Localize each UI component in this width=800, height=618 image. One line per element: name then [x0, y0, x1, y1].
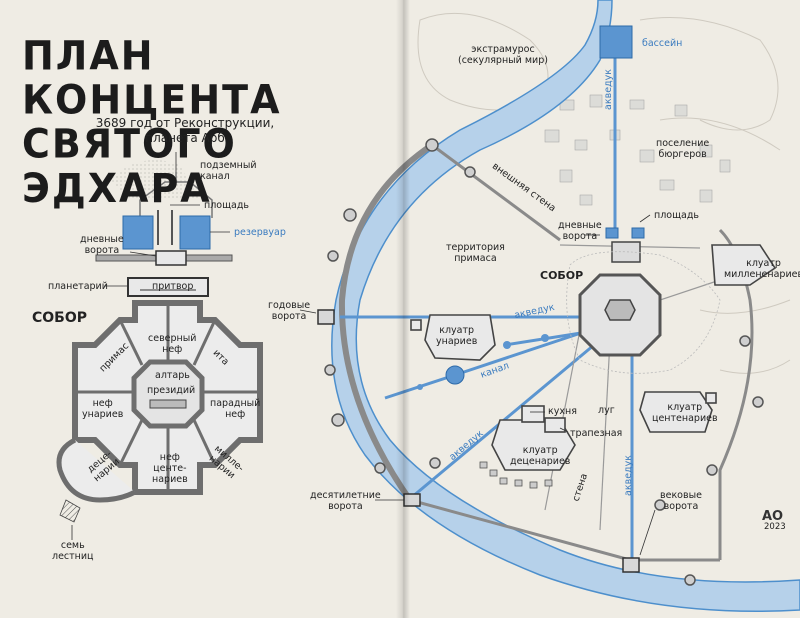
wall-se [192, 419, 217, 466]
presidium-table [149, 399, 187, 409]
underground-channel-line [139, 181, 213, 218]
wall-nw [118, 319, 144, 366]
label-aqueduct-top: акведук [602, 69, 614, 110]
stairs-apse [56, 437, 137, 503]
subtitle-line-1: 3689 год от Реконструкции, [95, 116, 275, 130]
stairs-hatch [59, 499, 81, 523]
label-presidium: президий [147, 385, 196, 396]
decenarii-houses [479, 461, 553, 489]
reservoir-left [122, 215, 154, 250]
label-reservoir: резервуар [234, 227, 286, 238]
outer-wall-arc [338, 142, 434, 502]
ground-dots [110, 160, 200, 200]
canal-hub [445, 365, 465, 385]
label-square-right: площадь [654, 210, 700, 221]
signature-year: 2023 [764, 522, 786, 532]
label-kitchen: кухня [548, 406, 577, 417]
label-cathedral-left: СОБОР [32, 310, 88, 326]
pool-box [599, 25, 633, 59]
map-altar [604, 299, 636, 321]
wall-ne [192, 319, 217, 366]
map-reservoir-l [605, 227, 619, 239]
river [331, 0, 800, 612]
wall-to-gates [431, 143, 561, 242]
contour-2 [639, 17, 779, 131]
label-planetarium: планетарий [48, 281, 108, 292]
wall-sw [118, 419, 144, 466]
cloisters [410, 244, 777, 471]
day-gates-block [155, 250, 187, 266]
wall-towers [324, 138, 764, 586]
label-square-left: площадь [204, 200, 250, 211]
page-fold [396, 0, 410, 618]
map-gates [317, 309, 640, 573]
label-aqueduct-right: акведук [622, 455, 634, 496]
title-line-1: ПЛАН КОНЦЕНТА [22, 32, 282, 124]
map-reservoir-r [631, 227, 645, 239]
label-porch: притвор [152, 281, 194, 292]
label-extramuros: экстрамурос(секулярный мир) [458, 44, 548, 66]
cathedral-ground [566, 251, 721, 374]
reservoir-right [179, 215, 211, 250]
subtitle-line-2: планета Арб [145, 131, 225, 145]
label-pool: бассейн [642, 38, 683, 49]
title-line-2: СВЯТОГО ЭДХАРА [22, 120, 237, 212]
map-title: ПЛАН КОНЦЕНТА СВЯТОГО ЭДХАРА [22, 34, 322, 210]
label-altar: алтарь [155, 370, 190, 381]
altar-octagon [131, 359, 205, 429]
label-meadow: луг [598, 405, 615, 416]
square-pillars [157, 210, 173, 245]
label-cathedral-right: СОБОР [540, 269, 584, 282]
porch-box [127, 277, 209, 297]
map-subtitle: 3689 год от Реконструкции, планета Арб [95, 116, 275, 146]
signature-logo: АО [762, 509, 783, 524]
label-refectory: трапезная [570, 428, 623, 439]
